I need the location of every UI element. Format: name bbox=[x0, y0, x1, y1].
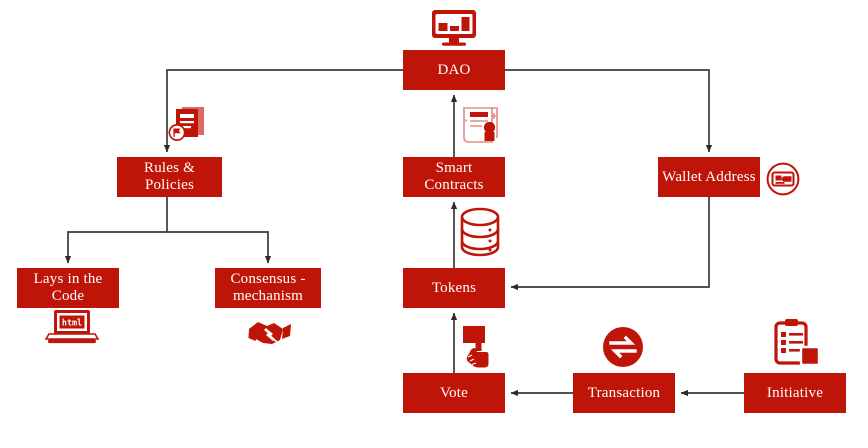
node-wallet-address-label: Wallet Address bbox=[662, 168, 756, 185]
click-hand-icon bbox=[461, 324, 505, 368]
node-rules-policies-label: Rules & Policies bbox=[144, 160, 195, 193]
node-consensus-mechanism[interactable]: Consensus - mechanism bbox=[215, 268, 321, 308]
edge-bus-consensus bbox=[167, 231, 272, 264]
edge-dao-wallet bbox=[505, 69, 713, 153]
node-rules-policies[interactable]: Rules & Policies bbox=[117, 157, 222, 197]
node-transaction[interactable]: Transaction bbox=[573, 373, 675, 413]
html-laptop-icon: html bbox=[45, 308, 99, 348]
edge-wallet-tokens bbox=[510, 197, 710, 291]
svg-text:html: html bbox=[62, 318, 82, 328]
node-smart-contracts[interactable]: Smart Contracts bbox=[403, 157, 505, 197]
wallet-card-icon bbox=[766, 162, 800, 196]
node-consensus-mechanism-label: Consensus - mechanism bbox=[230, 271, 306, 304]
node-lays-in-the-code[interactable]: Lays in the Code bbox=[17, 268, 119, 308]
exchange-circle-icon bbox=[601, 325, 645, 369]
node-transaction-label: Transaction bbox=[587, 384, 661, 401]
node-smart-contracts-label: Smart Contracts bbox=[424, 160, 484, 193]
handshake-icon bbox=[247, 316, 293, 350]
clipboard-list-icon bbox=[772, 318, 822, 368]
node-initiative-label: Initiative bbox=[766, 384, 824, 401]
node-vote-label: Vote bbox=[439, 384, 469, 401]
node-lays-in-the-code-label: Lays in the Code bbox=[33, 271, 103, 304]
rulebook-icon bbox=[165, 104, 211, 150]
monitor-icon bbox=[428, 8, 480, 48]
node-dao[interactable]: DAO bbox=[403, 50, 505, 90]
edge-dao-rules bbox=[163, 69, 403, 153]
contract-seal-icon bbox=[458, 103, 506, 149]
node-initiative[interactable]: Initiative bbox=[744, 373, 846, 413]
node-dao-label: DAO bbox=[437, 61, 471, 78]
edge-bus-lays bbox=[64, 231, 167, 264]
node-vote[interactable]: Vote bbox=[403, 373, 505, 413]
node-wallet-address[interactable]: Wallet Address bbox=[658, 157, 760, 197]
database-icon bbox=[458, 206, 502, 258]
node-tokens[interactable]: Tokens bbox=[403, 268, 505, 308]
node-tokens-label: Tokens bbox=[431, 279, 477, 296]
